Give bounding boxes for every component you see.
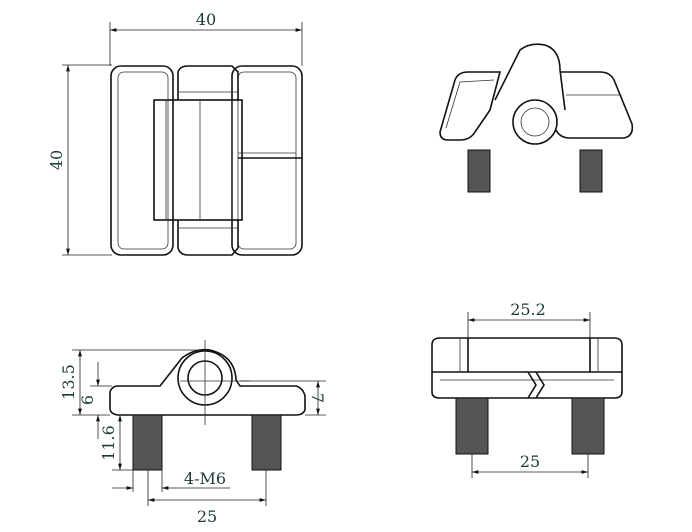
bolt-right [579, 149, 603, 193]
bolt-left [455, 397, 489, 455]
right-height-label: 7 [308, 393, 327, 403]
top-width-label: 25.2 [510, 300, 546, 319]
height-label: 40 [47, 150, 66, 170]
plate-height-label: 6 [78, 395, 97, 405]
isometric-view [439, 43, 634, 193]
side-view: 25.2 25 [431, 300, 623, 478]
left-leaf [110, 65, 174, 256]
bolt-left [467, 149, 491, 193]
bolt-right [571, 397, 605, 455]
width-label: 40 [196, 10, 216, 29]
knuckle-barrel [153, 99, 243, 221]
front-view: 13.5 6 7 11.6 4-M6 25 [59, 340, 327, 526]
bolt-right [251, 414, 282, 471]
side-bolt-spacing-label: 25 [520, 452, 540, 471]
bolt-length-label: 11.6 [99, 425, 118, 461]
top-view: 40 40 [47, 10, 303, 256]
bolt-spacing-label: 25 [197, 507, 217, 526]
total-height-label: 13.5 [59, 364, 78, 400]
thread-label: 4-M6 [184, 469, 226, 488]
bolt-left [132, 414, 163, 471]
